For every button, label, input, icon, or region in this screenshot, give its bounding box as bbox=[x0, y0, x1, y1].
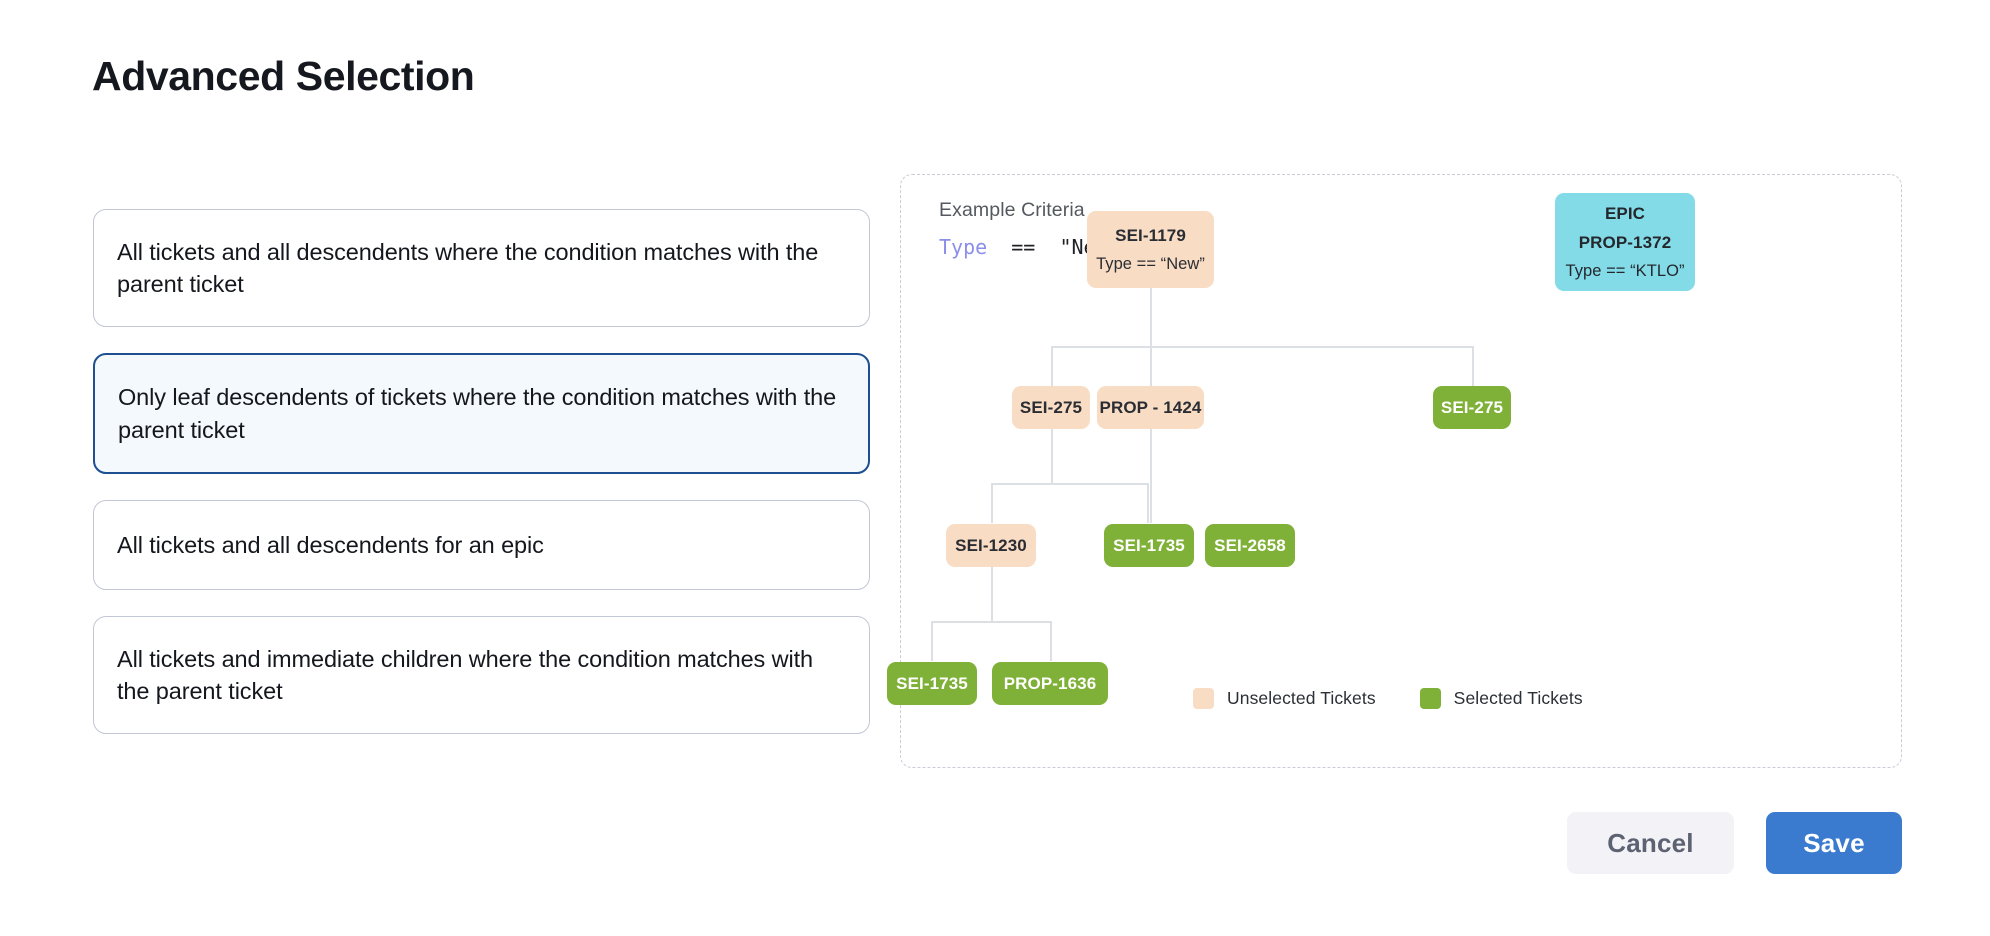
option-label: All tickets and all descendents where th… bbox=[117, 239, 819, 298]
edge-row4-a bbox=[931, 621, 933, 661]
edge-row2-c bbox=[1472, 346, 1474, 386]
edge-row2-b bbox=[1150, 346, 1152, 386]
node-sei-275-selected[interactable]: SEI-275 bbox=[1433, 386, 1511, 429]
selection-options-list: All tickets and all descendents where th… bbox=[93, 209, 870, 760]
edge-row3-bus bbox=[991, 483, 1149, 485]
edge-row4-bus bbox=[931, 621, 1051, 623]
node-sei-1179[interactable]: SEI-1179 Type == “New” bbox=[1087, 211, 1214, 288]
legend-label: Selected Tickets bbox=[1453, 688, 1583, 708]
unselected-swatch-icon bbox=[1193, 688, 1214, 709]
node-title: SEI-275 bbox=[1019, 397, 1083, 417]
node-title: SEI-1230 bbox=[955, 535, 1027, 555]
legend-item-unselected: Unselected Tickets bbox=[1193, 688, 1376, 709]
legend-item-selected: Selected Tickets bbox=[1419, 688, 1583, 709]
node-prop-1636[interactable]: PROP-1636 bbox=[992, 662, 1108, 705]
save-button[interactable]: Save bbox=[1766, 812, 1902, 874]
legend-label: Unselected Tickets bbox=[1227, 688, 1376, 708]
edge-row3-a bbox=[991, 483, 993, 523]
edge-root-down bbox=[1150, 287, 1152, 347]
criteria-title: Example Criteria bbox=[939, 199, 1085, 221]
node-subtitle: Type == “KTLO” bbox=[1565, 261, 1685, 280]
option-card-immediate-children[interactable]: All tickets and immediate children where… bbox=[93, 615, 870, 735]
node-sei-2658[interactable]: SEI-2658 bbox=[1205, 524, 1295, 567]
edge-r2b-down bbox=[1150, 429, 1152, 523]
criteria-keyword: Type bbox=[939, 235, 988, 259]
cancel-button[interactable]: Cancel bbox=[1567, 812, 1734, 874]
diagram-legend: Unselected Tickets Selected Tickets bbox=[1193, 688, 1583, 709]
page-title: Advanced Selection bbox=[92, 53, 475, 99]
node-title: PROP - 1424 bbox=[1099, 397, 1202, 417]
option-label: Only leaf descendents of tickets where t… bbox=[118, 384, 837, 443]
node-key: PROP-1372 bbox=[1578, 232, 1672, 252]
node-title: EPIC bbox=[1604, 203, 1646, 223]
node-sei-1735-row3[interactable]: SEI-1735 bbox=[1104, 524, 1194, 567]
edge-row2-bus bbox=[1051, 346, 1473, 348]
option-card-leaf-descendents[interactable]: Only leaf descendents of tickets where t… bbox=[93, 353, 870, 474]
criteria-operator: == bbox=[1011, 235, 1036, 259]
edge-row3-b bbox=[1147, 483, 1149, 523]
dialog-footer: Cancel Save bbox=[1567, 812, 1902, 874]
selected-swatch-icon bbox=[1419, 688, 1441, 709]
node-sei-1735-row4[interactable]: SEI-1735 bbox=[887, 662, 977, 705]
example-diagram-panel: Example Criteria Type == "New" SEI- bbox=[887, 174, 1902, 768]
node-prop-1424[interactable]: PROP - 1424 bbox=[1097, 386, 1204, 429]
edge-r2a-down bbox=[1051, 429, 1053, 484]
node-sei-1230[interactable]: SEI-1230 bbox=[946, 524, 1036, 567]
node-title: SEI-1179 bbox=[1115, 225, 1186, 245]
node-title: SEI-2658 bbox=[1214, 535, 1286, 555]
ticket-tree: SEI-1179 Type == “New” EPIC PROP-1372 Ty… bbox=[887, 175, 1901, 767]
edge-r3a-down bbox=[991, 567, 993, 622]
node-title: PROP-1636 bbox=[1003, 673, 1097, 693]
node-subtitle: Type == “New” bbox=[1096, 254, 1205, 273]
node-title: SEI-275 bbox=[1440, 397, 1504, 417]
option-label: All tickets and immediate children where… bbox=[117, 645, 814, 705]
node-title: SEI-1735 bbox=[896, 673, 968, 693]
node-title: SEI-1735 bbox=[1113, 535, 1185, 555]
node-sei-275-row2[interactable]: SEI-275 bbox=[1012, 386, 1090, 429]
node-epic-prop-1372[interactable]: EPIC PROP-1372 Type == “KTLO” bbox=[1555, 193, 1695, 291]
edge-row4-b bbox=[1050, 621, 1052, 661]
option-label: All tickets and all descendents for an e… bbox=[117, 531, 544, 558]
edge-row2-a bbox=[1051, 346, 1053, 386]
option-card-all-descendents[interactable]: All tickets and all descendents where th… bbox=[93, 209, 870, 328]
option-card-epic-descendents[interactable]: All tickets and all descendents for an e… bbox=[93, 499, 870, 590]
